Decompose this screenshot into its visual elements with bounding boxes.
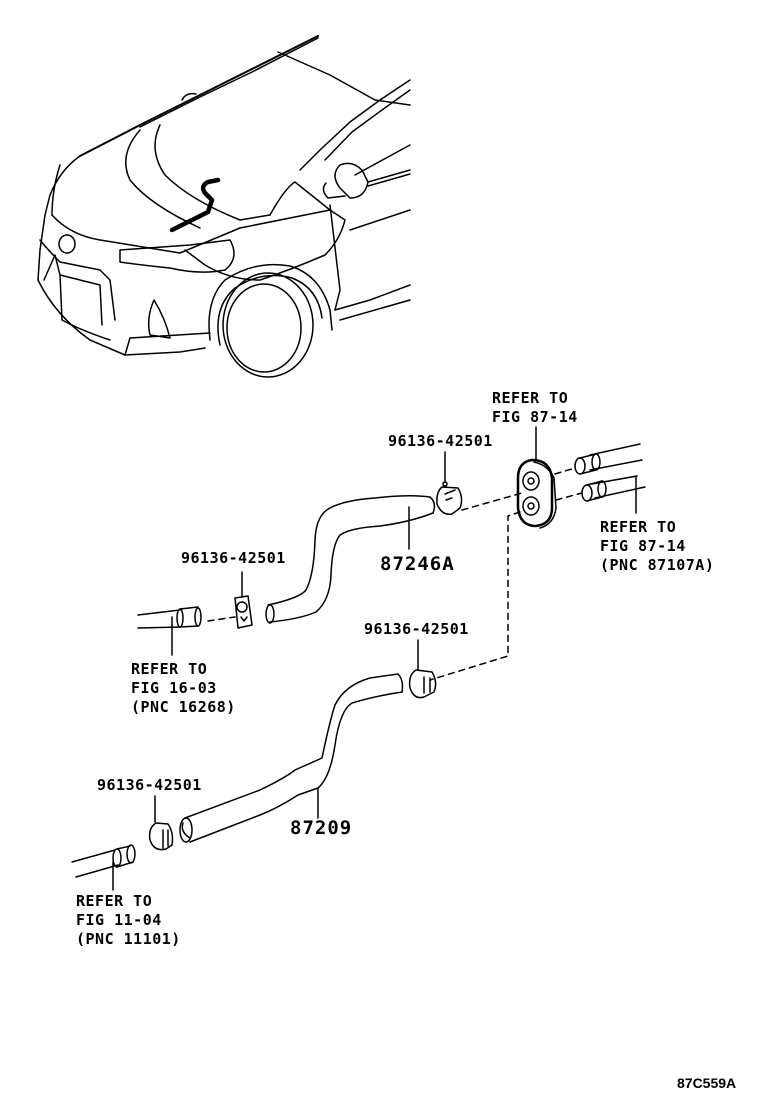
leader-lines — [112, 426, 637, 891]
figure-code: 87C559A — [677, 1075, 737, 1091]
hose-87246a — [265, 494, 436, 624]
refer-bottom-left-line3: (PNC 11101) — [76, 930, 181, 948]
left-pipe-lower — [71, 844, 136, 878]
refer-right-line1: REFER TO — [600, 518, 677, 536]
hose-87209 — [179, 673, 404, 843]
refer-bottom-left-line2: FIG 11-04 — [76, 911, 162, 929]
hose-label-87209: 87209 — [290, 817, 353, 839]
grommet — [516, 458, 557, 529]
dashed-lines — [207, 467, 583, 681]
clamp-label-upper-left: 96136-42501 — [181, 549, 286, 567]
refer-top-line1: REFER TO — [492, 389, 569, 407]
hose-label-87246a: 87246A — [380, 553, 455, 575]
clamp-label-lower-right: 96136-42501 — [364, 620, 469, 638]
refer-mid-left-line2: FIG 16-03 — [131, 679, 217, 697]
refer-mid-left-line3: (PNC 16268) — [131, 698, 236, 716]
refer-mid-left-line1: REFER TO — [131, 660, 208, 678]
right-pipes — [574, 443, 646, 502]
clamp-label-lower-left: 96136-42501 — [97, 776, 202, 794]
clamp-label-upper-right: 96136-42501 — [388, 432, 493, 450]
refer-top-line2: FIG 87-14 — [492, 408, 578, 426]
clamp-upper-left-shape — [234, 595, 253, 629]
car-illustration — [37, 35, 411, 378]
clamp-upper-right-shape — [436, 481, 463, 516]
refer-bottom-left-line1: REFER TO — [76, 892, 153, 910]
clamp-lower-right-shape — [408, 669, 437, 699]
clamp-lower-left-shape — [148, 822, 174, 851]
refer-right-line3: (PNC 87107A) — [600, 556, 715, 574]
refer-right-line2: FIG 87-14 — [600, 537, 686, 555]
left-pipe-upper — [137, 606, 202, 629]
